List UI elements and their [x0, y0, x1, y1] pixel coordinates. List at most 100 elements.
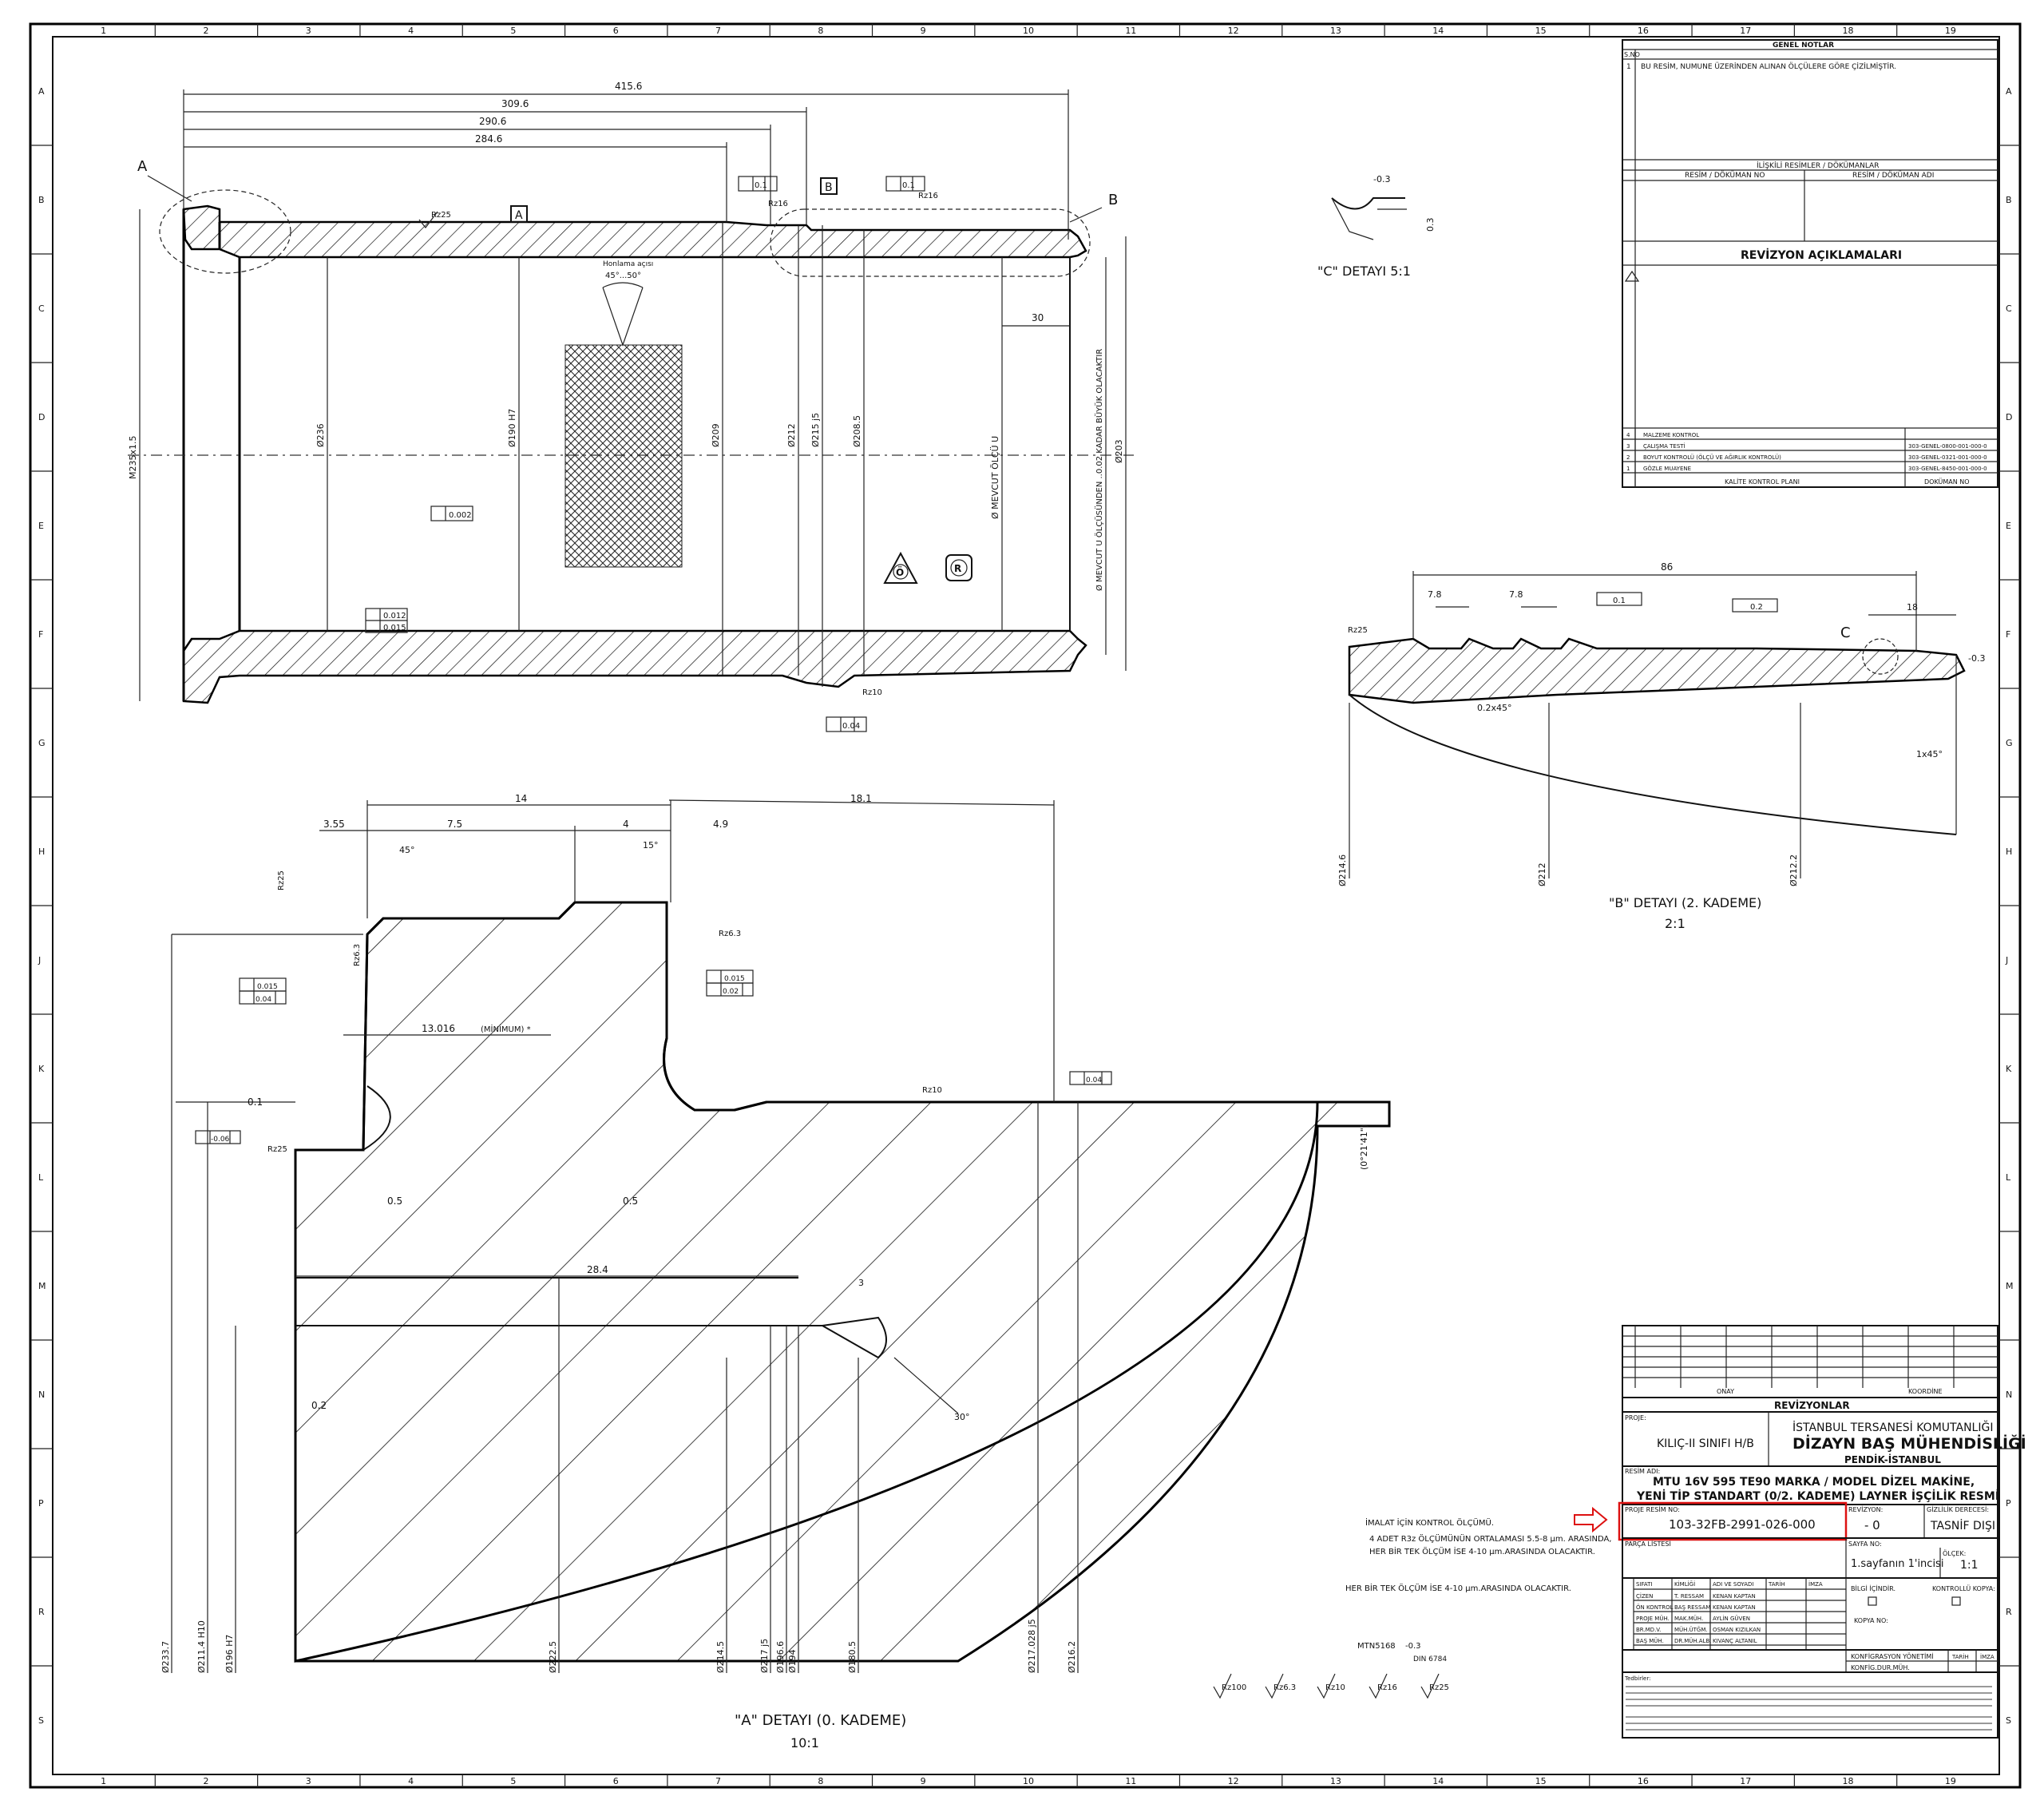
- column-label: 14: [1432, 1776, 1444, 1786]
- detail-a-3: 3: [858, 1278, 864, 1288]
- row-label: B: [2006, 195, 2012, 205]
- roughness-symbol: Rz100: [1222, 1683, 1246, 1692]
- detail-b-02x45: 0.2x45°: [1477, 703, 1512, 713]
- qc-row-doc: 303-GENEL-8450-001-000-0: [1908, 466, 1987, 472]
- detail-a-rz63a: Rz6.3: [353, 944, 362, 966]
- gizlilik-label: GİZLİLİK DERECESİ:: [1927, 1505, 1989, 1513]
- bottom-diameter-dim: Ø233.7: [160, 1641, 171, 1673]
- sign-header: SIFATI: [1636, 1581, 1652, 1588]
- detail-a-75: 7.5: [447, 819, 462, 830]
- row-label: K: [2006, 1064, 2012, 1074]
- dim-190: Ø190 H7: [507, 409, 517, 447]
- detail-a-13016: 13.016: [422, 1023, 455, 1034]
- detail-b-scale: 2:1: [1665, 916, 1686, 931]
- detail-b-tol02: 0.2: [1750, 603, 1763, 612]
- detail-a: 14 3.55 7.5 4 4.9 18.1 15° 45° 13.016 (M…: [160, 793, 1391, 1751]
- dim-415-6: 415.6: [615, 81, 642, 92]
- detail-b-tol01: 0.1: [1613, 597, 1626, 605]
- datum-a: A: [515, 209, 523, 222]
- revizyon-aciklama: REVİZYON AÇIKLAMALARI: [1741, 248, 1902, 262]
- bottom-diameter-dim: Ø216.2: [1067, 1641, 1077, 1673]
- detail-c: -0.3 0.3 "C" DETAYI 5:1: [1317, 174, 1436, 279]
- qc-row-doc: 303-GENEL-0800-001-000-0: [1908, 443, 1987, 450]
- dim-mevcut: Ø MEVCUT ÖLÇÜ U: [990, 436, 1000, 519]
- org-line1: İSTANBUL TERSANESİ KOMUTANLIĞI: [1792, 1420, 1993, 1434]
- bottom-diameter-dim: Ø217.028 j5: [1027, 1619, 1037, 1673]
- row-label: E: [38, 521, 44, 531]
- resim-adi-label: RESİM ADI:: [1625, 1467, 1660, 1475]
- column-label: 13: [1330, 1776, 1341, 1786]
- datum-b: B: [825, 181, 833, 194]
- rz16-main-b: Rz16: [918, 192, 938, 200]
- detail-b-title: "B" DETAYI (2. KADEME): [1609, 895, 1761, 910]
- column-label: 7: [715, 1776, 721, 1786]
- column-label: 10: [1023, 26, 1034, 36]
- detail-a-tol-015a: 0.015: [257, 983, 278, 991]
- note-3: HER BİR TEK ÖLÇÜM İSE 4-10 μm.ARASINDA O…: [1345, 1583, 1571, 1593]
- column-label: 13: [1330, 26, 1341, 36]
- dim-208: Ø208.5: [852, 415, 862, 447]
- qc-row-name: GÖZLE MUAYENE: [1643, 465, 1691, 472]
- row-label: E: [2006, 521, 2011, 531]
- row-label: C: [2006, 303, 2012, 314]
- row-label: G: [2006, 738, 2013, 748]
- sign-cell: T. RESSAM: [1674, 1593, 1704, 1600]
- detail-a-title: "A" DETAYI (0. KADEME): [735, 1712, 906, 1729]
- rz16-main-a: Rz16: [768, 200, 788, 208]
- dim-209: Ø209: [711, 423, 721, 447]
- column-label: 1: [101, 26, 106, 36]
- column-label: 15: [1535, 26, 1547, 36]
- sign-header: İMZA: [1808, 1580, 1823, 1588]
- row-label: P: [2006, 1498, 2011, 1509]
- detail-a-tol-02a: 0.02: [723, 988, 739, 996]
- detail-a-angle: (0°21'41"): [1359, 1124, 1369, 1170]
- detail-a-01x45: 0.1: [248, 1096, 263, 1108]
- column-label: 17: [1740, 1776, 1751, 1786]
- sayfa-label: SAYFA NO:: [1848, 1540, 1882, 1548]
- detail-a-02x45: 0.2: [311, 1400, 327, 1411]
- column-label: 4: [408, 26, 414, 36]
- bottom-diameter-dim: Ø222.5: [548, 1641, 558, 1673]
- sayfa-value: 1.sayfanın 1'incisi: [1851, 1558, 1943, 1570]
- arrow-icon: [1574, 1506, 1608, 1533]
- bottom-diameter-dim: Ø217 j5: [759, 1639, 770, 1673]
- sign-cell: OSMAN KIZILKAN: [1713, 1627, 1761, 1633]
- title-block: GENEL NOTLAR S.NO 1 BU RESİM, NUMUNE ÜZE…: [1574, 39, 2026, 1739]
- general-notes-bottom: İMALAT İÇİN KONTROL ÖLÇÜMÜ. 4 ADET R3z Ö…: [1213, 1517, 1612, 1699]
- sign-cell: AYLİN GÜVEN: [1713, 1615, 1750, 1622]
- fcf-top-left-value: 0.1: [755, 181, 767, 190]
- olcek-value: 1:1: [1960, 1559, 1979, 1572]
- kontrollu-checkbox: [1951, 1596, 1961, 1606]
- column-label: 17: [1740, 26, 1751, 36]
- dim-284-6: 284.6: [475, 133, 502, 145]
- bottom-diameter-dim: Ø196 H7: [224, 1635, 235, 1673]
- detail-a-30deg: 30°: [954, 1412, 970, 1422]
- iliskili-header: İLİŞKİLİ RESİMLER / DÖKÜMANLAR: [1757, 161, 1879, 170]
- detail-c-dim1: -0.3: [1373, 174, 1390, 184]
- column-label: 9: [921, 26, 926, 36]
- note-2a: 4 ADET R3z ÖLÇÜMÜNÜN ORTALAMASI 5.5-8 μm…: [1369, 1533, 1612, 1544]
- sign-cell: BR.MD.V.: [1636, 1627, 1661, 1633]
- row-label: M: [38, 1281, 46, 1291]
- sign-cell: ÖN KONTROL: [1636, 1604, 1674, 1611]
- detail-c-title: "C" DETAYI 5:1: [1317, 264, 1411, 279]
- detail-a-45: 45°: [399, 845, 415, 855]
- column-label: 14: [1432, 26, 1444, 36]
- resim-adi-line2: YENİ TİP STANDART (0/2. KADEME) LAYNER İ…: [1636, 1489, 1999, 1503]
- detail-b-neg03: -0.3: [1968, 653, 1985, 664]
- qc-doc-col: DOKÜMAN NO: [1924, 478, 1970, 486]
- resim-no-label: PROJE RESİM NO:: [1625, 1505, 1680, 1513]
- sign-cell: DR.MÜH.ALB.: [1674, 1637, 1711, 1644]
- row-label: S: [2006, 1715, 2011, 1726]
- detail-b-78b: 7.8: [1509, 589, 1523, 600]
- row-label: A: [38, 86, 45, 97]
- detail-a-4: 4: [623, 819, 629, 830]
- sign-header: KİMLİĞİ: [1674, 1580, 1695, 1588]
- row-label: K: [38, 1064, 45, 1074]
- column-label: 19: [1945, 1776, 1956, 1786]
- row-label: J: [38, 955, 41, 965]
